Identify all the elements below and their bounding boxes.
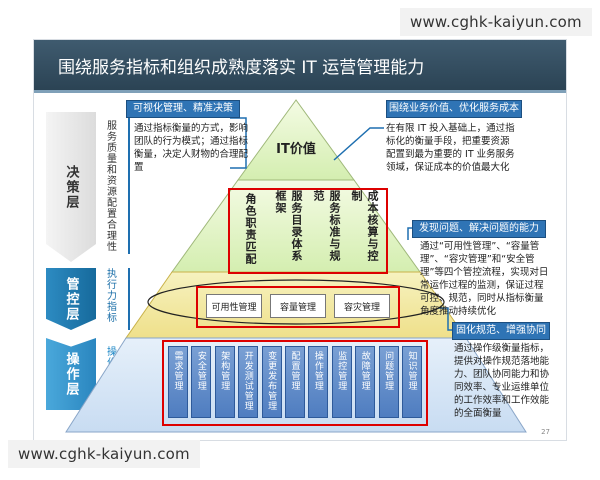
watermark-bottom: www.cghk-kaiyun.com [8,440,200,468]
page-number: 27 [541,428,550,436]
connector-right-mid [407,227,412,240]
operation-highlight-box [162,340,428,426]
operation-item: 配置管理 [285,346,305,418]
operation-item: 安全管理 [191,346,212,418]
callout-right-top-title: 围绕业务价值、优化服务成本 [386,100,522,118]
connector-right-bottom [438,307,452,331]
connector-left-top [230,117,247,169]
layer-decision-label: 决策层 [63,164,79,210]
callout-left-top-body: 通过指标衡量的方式，影响团队的行为模式；通过指标衡量，决定人财物的合理配置 [134,123,249,173]
control-highlight-box [196,286,400,328]
decision-highlight-box [228,188,388,274]
title-bar: 围绕服务指标和组织成熟度落实 IT 运营管理能力 [34,40,566,90]
operation-item: 变更发布管理 [261,346,282,418]
slide-title: 围绕服务指标和组织成熟度落实 IT 运营管理能力 [58,58,425,78]
layer-control: 管控层 [46,268,96,330]
callout-right-bottom-title: 固化规范、增强协同能力 [452,322,550,352]
operation-item: 知识管理 [402,346,422,418]
control-item: 容量管理 [270,294,326,318]
control-item: 可用性管理 [206,294,262,318]
operation-item: 开发测试管理 [238,346,259,418]
title-rule [34,90,566,93]
control-ellipse [147,279,445,325]
callout-right-top-body: 在有限 IT 投入基础上，通过指标化的衡量手段，把重要资源配置到最为重要的 IT… [386,123,515,173]
callout-left-top-title: 可视化管理、精准决策 [126,100,240,118]
layer-control-desc: 执行力指标 [104,268,116,323]
layer-control-label: 管控层 [63,276,79,322]
layer-operation: 操作层 [46,338,96,410]
operation-item: 监控管理 [331,346,352,418]
callout-right-mid-title: 发现问题、解决问题的能力 [412,220,546,238]
operation-item: 架构管理 [214,346,235,418]
layer-operation-label: 操作层 [63,351,79,397]
connector-right-top [333,127,384,161]
operation-item: 问题管理 [378,346,399,418]
watermark-top: www.cghk-kaiyun.com [400,8,592,36]
operation-item: 需求管理 [168,346,188,418]
operation-item: 故障管理 [355,346,376,418]
callout-right-mid-body: 通过“可用性管理”、“容量管理”、“容灾管理”和“安全管理”等四个管控流程，实现… [420,241,549,317]
apex-label: IT价值 [276,141,316,157]
decision-item: 服务标准与规范 [312,190,341,262]
decision-item: 成本核算与控制 [350,190,379,262]
decision-item: 服务目录体系框架 [274,190,303,262]
divider-decision [128,116,130,254]
divider-control [128,268,130,330]
layer-decision-desc: 服务质量和资源配置合理性 [104,120,116,252]
callout-right-bottom-body: 通过操作级衡量指标，提供对操作规范落地能力、团队协同能力和协同效率、专业运维单位… [454,343,550,419]
layer-decision: 决策层 [46,112,96,262]
control-item: 容灾管理 [334,294,390,318]
slide: 围绕服务指标和组织成熟度落实 IT 运营管理能力 决策层 管控层 操作层 服务质… [34,40,566,440]
operation-item: 操作管理 [308,346,329,418]
decision-item: 角色职责匹配 [244,193,257,265]
